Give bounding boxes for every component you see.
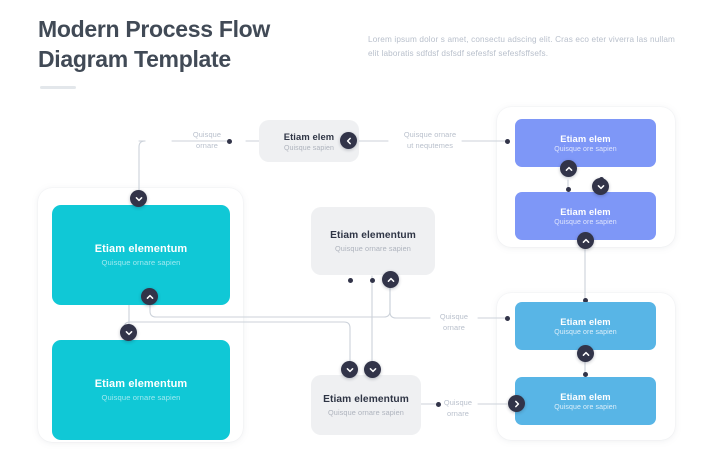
connector-dot	[369, 277, 375, 283]
node-title: Etiam elem	[560, 316, 611, 327]
node-subtitle: Quisque ore sapien	[554, 404, 617, 411]
chevron-down-icon[interactable]	[592, 178, 609, 195]
node-subtitle: Quisque ornare sapien	[335, 243, 411, 253]
node-title: Etiam elem	[560, 206, 611, 217]
connector-dot	[504, 315, 510, 321]
chevron-up-icon[interactable]	[560, 160, 577, 177]
page-title: Modern Process Flow Diagram Template	[38, 16, 271, 72]
node-title: Etiam elementum	[330, 229, 416, 241]
connector-dot	[582, 297, 588, 303]
node-teal-2[interactable]: Etiam elementum Quisque ornare sapien	[52, 340, 230, 440]
connector-dot	[504, 138, 510, 144]
chevron-down-icon[interactable]	[120, 324, 137, 341]
chevron-left-icon[interactable]	[340, 132, 357, 149]
node-title: Etiam elem	[283, 130, 335, 142]
chevron-up-icon[interactable]	[382, 271, 399, 288]
connector-dot	[435, 401, 441, 407]
node-subtitle: Quisque ornare sapien	[328, 407, 404, 417]
chevron-down-icon[interactable]	[130, 190, 147, 207]
node-bottom-center[interactable]: Etiam elementum Quisque ornare sapien	[311, 375, 421, 435]
node-title: Etiam elem	[560, 133, 611, 144]
node-sky-2[interactable]: Etiam elem Quisque ore sapien	[515, 377, 656, 425]
chevron-up-icon[interactable]	[577, 345, 594, 362]
node-center-middle[interactable]: Etiam elementum Quisque ornare sapien	[311, 207, 435, 275]
node-subtitle: Quisque sapien	[283, 144, 335, 152]
chevron-up-icon[interactable]	[577, 232, 594, 249]
chevron-down-icon[interactable]	[364, 361, 381, 378]
node-sky-1[interactable]: Etiam elem Quisque ore sapien	[515, 302, 656, 350]
edge-label-top-left: Quisque ornare	[192, 130, 222, 150]
header-description: Lorem ipsum dolor s amet, consectu adsci…	[368, 35, 676, 58]
title-divider	[40, 86, 76, 89]
node-subtitle: Quisque ornare sapien	[101, 258, 181, 267]
connector-dot	[227, 138, 232, 144]
connector-dot	[347, 277, 353, 283]
node-subtitle: Quisque ore sapien	[554, 219, 617, 226]
node-blue-1[interactable]: Etiam elem Quisque ore sapien	[515, 119, 656, 167]
node-subtitle: Quisque ornare sapien	[101, 393, 181, 402]
node-subtitle: Quisque ore sapien	[554, 146, 617, 153]
chevron-up-icon[interactable]	[141, 288, 158, 305]
node-title: Etiam elementum	[94, 243, 188, 255]
node-title: Etiam elementum	[94, 378, 188, 390]
connector-dot	[565, 186, 571, 192]
edge-label-middle-right: Quisque ornare	[439, 312, 469, 332]
node-title: Etiam elem	[560, 391, 611, 402]
node-title: Etiam elementum	[323, 393, 409, 405]
node-subtitle: Quisque ore sapien	[554, 329, 617, 336]
node-teal-1[interactable]: Etiam elementum Quisque ornare sapien	[52, 205, 230, 305]
edge-label-top-right: Quisque ornare ut nequtemes	[403, 130, 457, 150]
chevron-right-icon[interactable]	[508, 395, 525, 412]
chevron-down-icon[interactable]	[341, 361, 358, 378]
edge-label-bottom-right: Quisque ornare	[443, 398, 473, 418]
connector-dot	[582, 371, 588, 377]
